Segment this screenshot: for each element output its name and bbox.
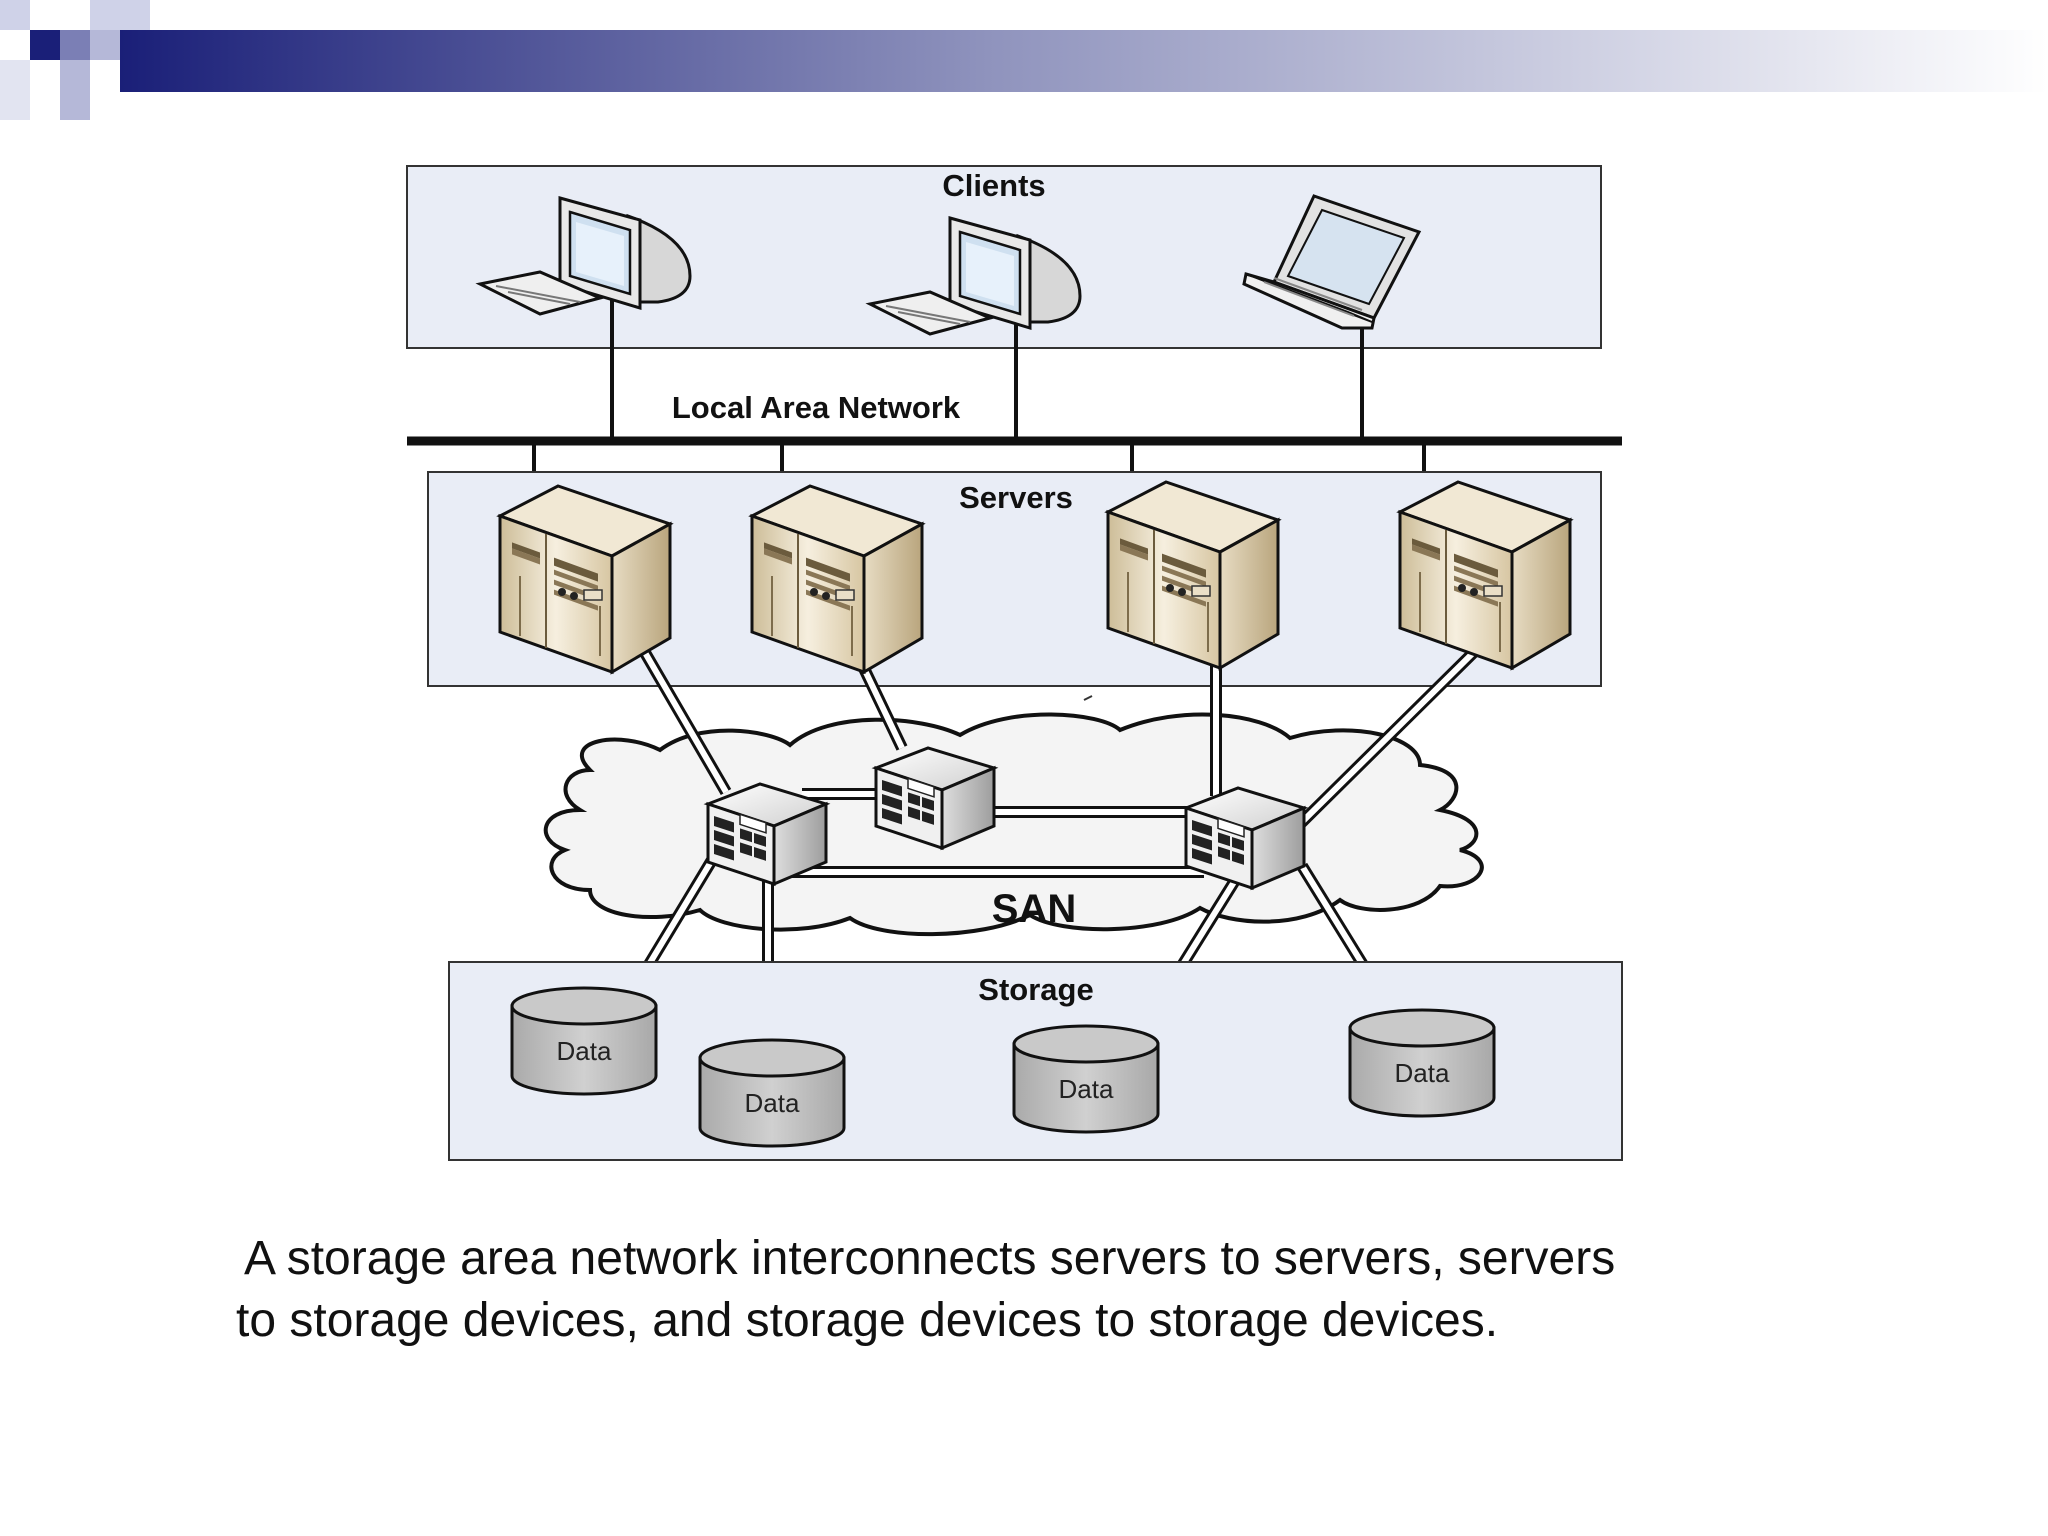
disk-label: Data [745, 1088, 800, 1118]
san-switch-icon [1184, 786, 1306, 890]
disk-label: Data [1395, 1058, 1450, 1088]
disk-label: Data [1059, 1074, 1114, 1104]
disk-label: Data [557, 1036, 612, 1066]
storage-title: Storage [978, 972, 1093, 1007]
lan-label: Local Area Network [672, 390, 961, 425]
disk-3: Data [1012, 1024, 1160, 1134]
san-switch-icon [706, 782, 828, 886]
slide-header-decoration [0, 0, 2048, 120]
caption-line-2: to storage devices, and storage devices … [236, 1294, 1499, 1347]
disk-2: Data [698, 1038, 846, 1148]
caption-line-1: A storage area network interconnects ser… [244, 1232, 1616, 1285]
san-switch-icon [874, 746, 996, 850]
stray-mark [1083, 695, 1093, 701]
disk-1: Data [510, 986, 658, 1096]
servers-title: Servers [959, 480, 1073, 515]
clients-title: Clients [942, 168, 1045, 203]
disk-4: Data [1348, 1008, 1496, 1118]
san-label: SAN [992, 887, 1076, 931]
slide-caption: A storage area network interconnects ser… [236, 1228, 1836, 1352]
